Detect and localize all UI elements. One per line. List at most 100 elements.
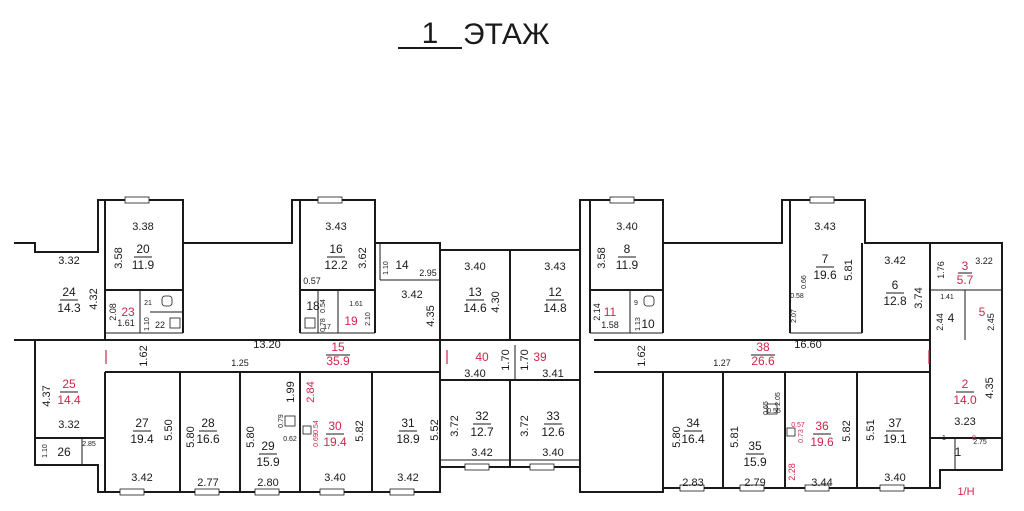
dimension: 5.80 (185, 426, 197, 447)
dimension: 4.35 (425, 305, 437, 326)
dimension: 3.22 (975, 256, 993, 266)
dimension: 3.38 (132, 221, 153, 233)
dimension: 5.51 (865, 419, 877, 440)
room-number: 4 (948, 311, 955, 325)
dimension: 2.10 (365, 312, 372, 326)
room-area: 19.6 (813, 268, 837, 282)
room-number-public: 2 (962, 377, 969, 391)
dimension: 3.41 (542, 368, 563, 380)
dimension-public: 2.84 (305, 381, 317, 402)
dimension: 5.81 (843, 259, 855, 280)
room-area: 15.9 (743, 455, 767, 469)
room-number-public: 38 (756, 340, 770, 354)
room-number-public: 19 (344, 314, 358, 328)
dimension: 3.62 (357, 247, 369, 268)
room-area-public: 14.0 (953, 393, 977, 407)
dimension: 2.75 (973, 439, 987, 446)
entrance-label: 1/Н (957, 486, 974, 498)
dimension: 2.95 (419, 268, 437, 278)
room-number-public: 36 (815, 419, 829, 433)
dimension: 3.40 (464, 368, 485, 380)
room-number: 22 (155, 320, 165, 330)
floor-title: 1 ЭТАЖ (398, 17, 550, 51)
room-number: 37 (888, 416, 902, 430)
dimension: 3.43 (544, 261, 565, 273)
room-area: 16.6 (196, 432, 220, 446)
room-number: 7 (822, 252, 829, 266)
room-number: 33 (546, 409, 560, 423)
room-area: 19.4 (130, 432, 154, 446)
dimension: 0.55 (767, 408, 781, 415)
room-number: 26 (57, 445, 71, 459)
room-number-public: 40 (475, 350, 489, 364)
room-area: 11.9 (132, 258, 155, 272)
dimension: 0.57 (303, 276, 321, 286)
room-area-public: 19.4 (323, 435, 347, 449)
room-number: 31 (401, 416, 415, 430)
dimension: 3.43 (814, 221, 835, 233)
dimension: 0.79 (278, 414, 285, 428)
dimension: 16.60 (794, 339, 822, 351)
room-number-public: 15 (331, 340, 345, 354)
room-labels: 20 11.9 24 14.3 21 22 23 25 14.4 26 27 1… (57, 242, 985, 469)
dimension-public: 2.28 (787, 463, 797, 481)
dimension: 3.42 (397, 472, 418, 484)
dimension: 1.27 (713, 358, 731, 368)
dimension: 3.58 (596, 247, 608, 268)
room-area-public: 5.7 (957, 273, 974, 287)
dimension: 1.70 (519, 349, 531, 370)
room-number: 10 (641, 317, 655, 331)
separator-label: 1 (942, 435, 946, 442)
dimension: 0.66 (801, 275, 808, 289)
room-number: 8 (624, 242, 631, 256)
dimension: 5.50 (163, 419, 175, 440)
room-area: 12.7 (470, 425, 494, 439)
room-number-public: 3 (962, 259, 969, 273)
room-area: 15.9 (256, 455, 280, 469)
dimension-public: 0.69 (313, 433, 320, 447)
dimension: 3.23 (954, 416, 975, 428)
dimension: 5.52 (429, 419, 441, 440)
dimension: 3.32 (58, 419, 79, 431)
dimension: 3.32 (58, 255, 79, 267)
room-number: 27 (135, 416, 149, 430)
dimension: 1.62 (138, 345, 150, 366)
dimension: 1.76 (936, 261, 946, 279)
room-area-public: 19.6 (810, 435, 834, 449)
room-number-public: 11 (604, 305, 617, 319)
room-area: 12.8 (883, 294, 907, 308)
dimension: 3.40 (542, 447, 563, 459)
dimension: 3.42 (884, 255, 905, 267)
dimension: 3.58 (113, 247, 125, 268)
dimension: 2.83 (682, 477, 703, 489)
dimension: 2.77 (197, 477, 218, 489)
dimension: 2.80 (257, 477, 278, 489)
room-number: 18 (306, 299, 320, 313)
room-number-public: 39 (533, 350, 547, 364)
dimension: 3.72 (519, 415, 531, 436)
dimension: 3.74 (913, 287, 925, 308)
dimension-public: 0.57 (791, 422, 805, 429)
dimension: 0.62 (283, 436, 297, 443)
dimension: 2.14 (592, 303, 602, 321)
dimension: 1.25 (231, 358, 249, 368)
room-area: 16.4 (681, 432, 705, 446)
dimension: 3.40 (616, 221, 637, 233)
room-area-public: 35.9 (326, 354, 350, 368)
room-number: 29 (261, 439, 275, 453)
dimension: 0.54 (320, 299, 327, 313)
dimension: 1.13 (635, 317, 642, 331)
dimension: 4.32 (88, 288, 100, 309)
dimension: 13.20 (253, 339, 281, 351)
room-number: 9 (634, 300, 638, 307)
dimension: 1.62 (636, 345, 648, 366)
room-area-public: 26.6 (751, 354, 775, 368)
dimension: 5.81 (729, 426, 741, 447)
room-number: 24 (62, 285, 76, 299)
floor-number: 1 (422, 17, 439, 50)
room-number: 20 (136, 242, 150, 256)
room-number: 32 (475, 409, 489, 423)
dimension-labels: 3.38 3.58 3.32 4.32 2.08 1.61 1.10 4.37 … (41, 221, 996, 489)
dimension: 3.44 (811, 477, 832, 489)
